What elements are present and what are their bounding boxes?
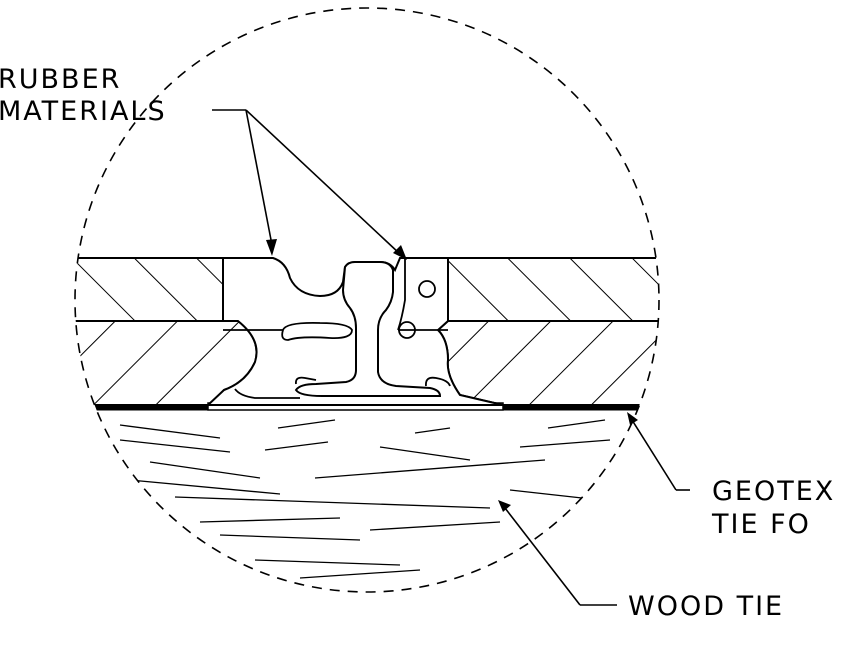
rubber-label-line1: RUBBER: [0, 64, 121, 95]
rubber-label-line2: MATERIALS: [0, 96, 167, 127]
rail-section: [294, 261, 442, 397]
geotextile-label-line1: GEOTEX: [712, 476, 835, 507]
leader-lines: [212, 109, 690, 606]
arrowheads: [266, 239, 638, 512]
wood-tie-grain: [119, 419, 611, 579]
right-lower-panel: [436, 320, 659, 406]
wood-tie-label: WOOD TIE: [628, 591, 784, 622]
left-upper-panel: [75, 257, 224, 322]
rubber-details: [223, 258, 451, 399]
right-upper-panel: [447, 257, 659, 322]
geotextile-label-line2: TIE FO: [711, 509, 811, 540]
